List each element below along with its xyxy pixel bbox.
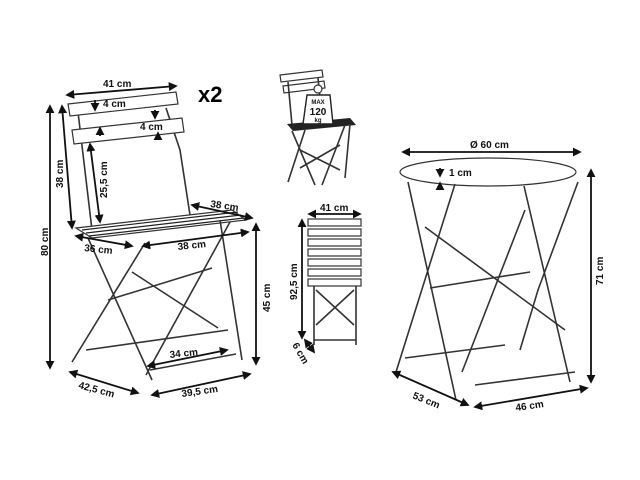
table-base-depth-label: 53 cm — [411, 391, 442, 412]
chair-total-height-label: 80 cm — [40, 228, 51, 256]
table-dimensions — [391, 147, 596, 411]
load-max-label: MAX — [311, 100, 324, 106]
chair-second-slat-label: 4 cm — [140, 122, 163, 133]
folded-chair-drawing — [307, 218, 362, 345]
folded-width-label: 41 cm — [320, 203, 348, 214]
chair-seat-height-label: 45 cm — [262, 284, 273, 312]
chair-quantity-label: x2 — [198, 82, 222, 107]
chair-seat-depth-label: 38 cm — [210, 199, 240, 214]
folded-chair-dimensions — [297, 209, 362, 354]
chair-top-slat-label: 4 cm — [103, 99, 126, 110]
chair-dimensions — [45, 82, 261, 398]
load-chair-drawing — [279, 69, 356, 186]
chair-back-gap-label: 25,5 cm — [99, 161, 110, 198]
load-unit-label: kg — [314, 118, 321, 124]
table-diameter-label: Ø 60 cm — [470, 140, 509, 151]
chair-back-height-label: 38 cm — [55, 160, 66, 188]
folded-height-label: 92,5 cm — [289, 263, 300, 300]
table-base-width-label: 46 cm — [515, 399, 545, 414]
chair-seat-width-label: 38 cm — [177, 239, 206, 253]
table-drawing — [395, 157, 579, 401]
chair-width-label: 41 cm — [103, 79, 131, 90]
table-top-thickness-label: 1 cm — [449, 168, 472, 179]
chair-footrest-label: 34 cm — [169, 347, 198, 361]
load-value-label: 120 — [310, 107, 327, 118]
table-height-label: 71 cm — [595, 257, 606, 285]
folded-thickness-label: 6 cm — [289, 341, 310, 366]
chair-base-depth-label: 42,5 cm — [77, 380, 115, 400]
chair-base-width-label: 39,5 cm — [181, 384, 219, 400]
chair-seat-side-label: 36 cm — [84, 243, 113, 257]
